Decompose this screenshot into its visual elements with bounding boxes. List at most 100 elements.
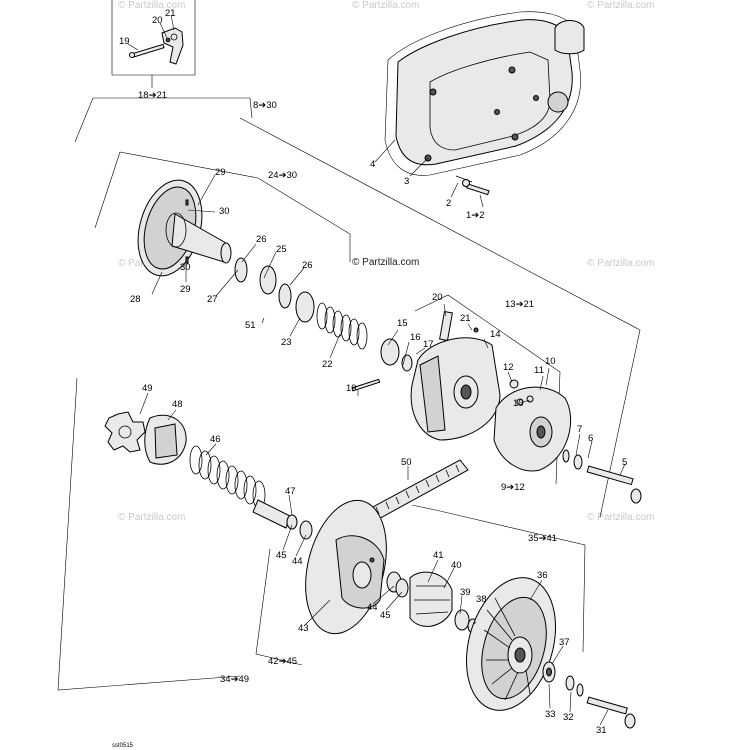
driven-labels: 49 48 46 50 47 45 44 41 40 39 38 44 45 4… — [142, 383, 607, 736]
clutch-cover — [374, 11, 585, 208]
seal-ring — [278, 283, 292, 309]
label: 15 — [397, 318, 408, 329]
driven-movable-sheave — [465, 577, 557, 711]
label: 51 — [245, 320, 256, 331]
label: 42➔45 — [268, 656, 297, 667]
label: 30 — [219, 206, 230, 217]
label: 13➔21 — [505, 299, 534, 310]
label: 10 — [545, 356, 556, 367]
label: 39 — [460, 587, 471, 598]
label: 35➔41 — [528, 533, 557, 544]
watermark-text: © Partzilla.com — [587, 258, 654, 269]
label: 17 — [423, 339, 434, 350]
frame-8-30 — [239, 97, 641, 518]
label: 22 — [322, 359, 333, 370]
label: 31 — [596, 725, 607, 736]
cover-shell — [395, 19, 573, 166]
label: 45 — [380, 610, 391, 621]
governor-cup — [493, 379, 572, 472]
label: 44 — [292, 556, 303, 567]
label: 3 — [404, 176, 409, 187]
label: 2 — [446, 198, 451, 209]
label: 26 — [256, 234, 267, 245]
watermark-text: © Partzilla.com — [352, 0, 419, 11]
label: 19 — [119, 36, 130, 47]
label: 41 — [433, 550, 444, 561]
range-labels: 8➔30 24➔30 13➔21 9➔12 35➔41 42➔45 34➔49 — [220, 100, 557, 685]
cover-gasket — [384, 11, 581, 176]
pin — [351, 378, 381, 392]
frame-35-41 — [411, 504, 586, 653]
label: 7 — [577, 424, 582, 435]
driven-bolt — [542, 661, 636, 729]
drive-inner-parts — [234, 257, 413, 392]
label: 46 — [210, 434, 221, 445]
label: 48 — [172, 399, 183, 410]
label: 27 — [207, 294, 218, 305]
label: 29 — [180, 284, 191, 295]
label: 44 — [367, 602, 378, 613]
label: 4 — [370, 159, 375, 170]
label: 6 — [588, 433, 593, 444]
label: 21 — [460, 313, 471, 324]
watermarks: © Partzilla.com © Partzilla.com © Partzi… — [118, 0, 654, 523]
drive-labels: 29 30 30 28 29 26 25 27 26 51 23 22 15 1… — [130, 167, 627, 468]
label: 40 — [451, 560, 462, 571]
label: 21 — [165, 8, 176, 19]
inset-frame — [111, 0, 196, 76]
driven-spider — [104, 411, 187, 465]
inset-box — [111, 0, 196, 88]
label: 19 — [346, 383, 357, 394]
watermark-text: © Partzilla.com — [118, 0, 185, 11]
drive-movable-sheave — [410, 310, 501, 441]
label: 24➔30 — [268, 170, 297, 181]
label: 18➔21 — [138, 90, 167, 101]
label: 28 — [130, 294, 141, 305]
retaining-cup — [295, 291, 315, 323]
label: 5 — [622, 457, 627, 468]
driven-cam — [386, 571, 479, 634]
bushing — [259, 265, 277, 295]
label: 16 — [410, 332, 421, 343]
footer-code: sst0515 — [112, 743, 134, 749]
driven-spring — [189, 445, 266, 510]
seal-ring — [234, 257, 248, 283]
label: 25 — [276, 244, 287, 255]
label: 11 — [534, 365, 544, 376]
drive-fixed-sheave — [137, 179, 232, 277]
label: 26 — [302, 260, 313, 271]
frame-24-30 — [94, 151, 351, 262]
label: 37 — [559, 637, 570, 648]
label: 47 — [285, 486, 296, 497]
label: 45 — [276, 550, 287, 561]
label: 20 — [152, 15, 163, 26]
label: 43 — [298, 623, 309, 634]
inset-lever — [161, 27, 184, 65]
watermark-text-center: © Partzilla.com — [352, 257, 419, 268]
leaders — [139, 174, 626, 726]
label: 12 — [503, 362, 514, 373]
watermark-text: © Partzilla.com — [587, 0, 654, 11]
label: 8➔30 — [253, 100, 277, 111]
inset-labels: 21 20 19 18➔21 — [119, 8, 176, 101]
label: 9➔12 — [501, 482, 525, 493]
watermark-text: © Partzilla.com — [118, 512, 185, 523]
drive-bolt — [562, 449, 642, 504]
cover-labels: 4 3 2 1➔2 — [370, 159, 485, 221]
label: 20 — [432, 292, 443, 303]
frame-42-45 — [255, 548, 303, 666]
label: 34➔49 — [220, 674, 249, 685]
spring-cup — [380, 338, 400, 366]
label: 49 — [142, 383, 153, 394]
label: 14 — [490, 329, 501, 340]
label: 23 — [281, 337, 292, 348]
label: 36 — [537, 570, 548, 581]
label: 50 — [401, 457, 412, 468]
label: 38 — [476, 594, 487, 605]
frame-34-49 — [57, 377, 241, 691]
label: 33 — [545, 709, 556, 720]
label: 29 — [215, 167, 226, 178]
cover-duct — [554, 20, 585, 55]
